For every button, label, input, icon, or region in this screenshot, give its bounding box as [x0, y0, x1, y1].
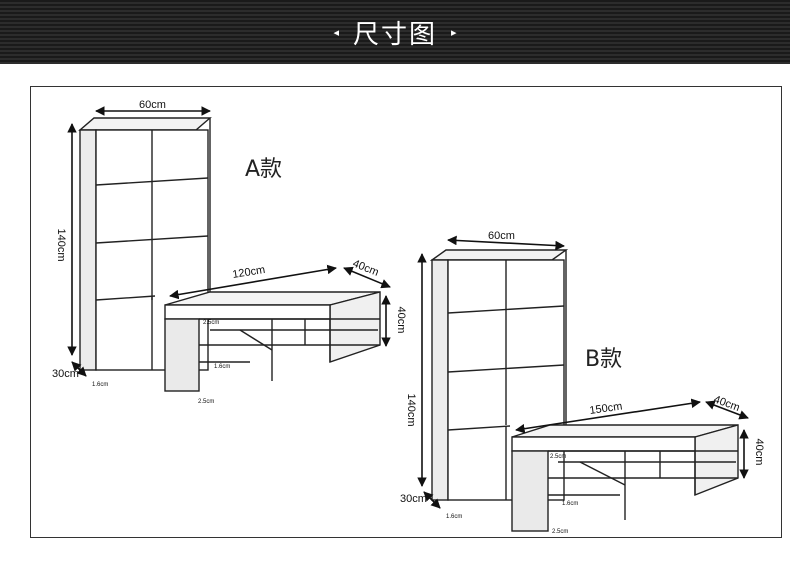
model-b-tv-stand-bottom-board-label: 2.5cm	[552, 529, 568, 535]
model-a-title: A款	[245, 157, 282, 182]
model-b-tv-stand	[511, 424, 739, 532]
model-a-tv-stand-inner-board-label: 1.6cm	[214, 364, 230, 370]
model-b-tv-stand-dimensions	[515, 398, 749, 479]
model-b-bookcase-width-label: 60cm	[488, 230, 515, 242]
model-a-tv-stand-bottom-board-label: 2.5cm	[198, 399, 214, 405]
model-a-tv-stand-top-board-label: 2.5cm	[203, 320, 219, 326]
model-a-bookcase-dimensions	[67, 106, 211, 377]
model-a-bookcase-width-label: 60cm	[139, 99, 166, 111]
left-triangle-icon: ◂	[333, 26, 339, 39]
right-triangle-icon: ▸	[451, 26, 457, 39]
model-a-bookcase-board-label: 1.6cm	[92, 382, 108, 388]
model-a-tv-stand-length-label: 120cm	[232, 264, 267, 281]
model-b-tv-stand-inner-board-label: 1.6cm	[562, 501, 578, 507]
model-b-tv-stand-height-label: 40cm	[753, 439, 765, 466]
diagram-frame	[30, 86, 782, 538]
model-a-bookcase-height-label: 140cm	[55, 228, 67, 261]
model-b-bookcase-board-label: 1.6cm	[446, 514, 462, 520]
model-a-tv-stand-dimensions	[169, 264, 391, 347]
model-b-tv-stand-length-label: 150cm	[589, 400, 623, 416]
model-a-tv-stand-depth-label: 40cm	[351, 258, 380, 279]
model-b-tv-stand-depth-label: 40cm	[712, 394, 741, 414]
model-b-title: B款	[585, 347, 622, 372]
page-title: 尺寸图	[352, 19, 437, 50]
model-b-bookcase-height-label: 140cm	[405, 393, 417, 426]
model-a-bookcase-depth-label: 30cm	[52, 368, 79, 380]
model-a-tv-stand-height-label: 40cm	[395, 307, 407, 334]
model-a-tv-stand	[164, 291, 381, 392]
page-header: ◂ 尺寸图 ▸	[0, 0, 790, 64]
model-b-bookcase-dimensions	[417, 235, 565, 509]
model-b-bookcase-depth-label: 30cm	[400, 493, 427, 505]
model-b-tv-stand-top-board-label: 2.5cm	[550, 454, 566, 460]
